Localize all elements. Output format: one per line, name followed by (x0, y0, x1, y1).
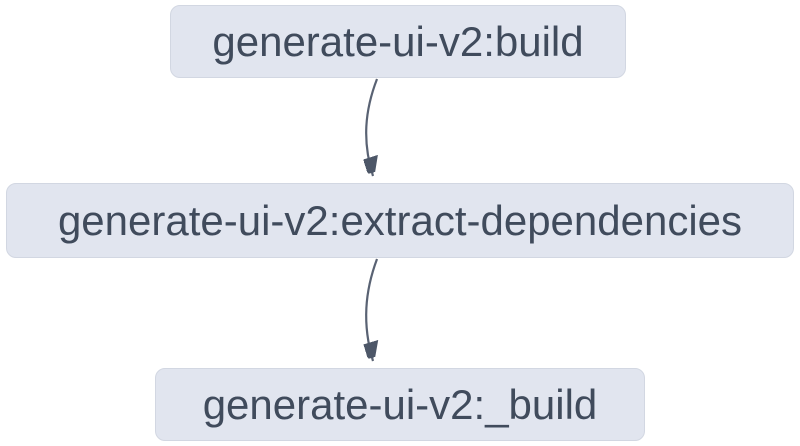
node-generate-ui-v2-build[interactable]: generate-ui-v2:build (170, 5, 626, 78)
edge-build-to-extract-arrow (366, 78, 379, 177)
edge-extract-to-ubuild-arrow (366, 258, 377, 362)
node-label: generate-ui-v2:extract-dependencies (57, 196, 743, 244)
node-label: generate-ui-v2:_build (202, 380, 598, 428)
node-generate-ui-v2-underscore-build[interactable]: generate-ui-v2:_build (155, 368, 645, 441)
node-generate-ui-v2-extract-dependencies[interactable]: generate-ui-v2:extract-dependencies (6, 183, 794, 258)
node-label: generate-ui-v2:build (212, 17, 584, 65)
